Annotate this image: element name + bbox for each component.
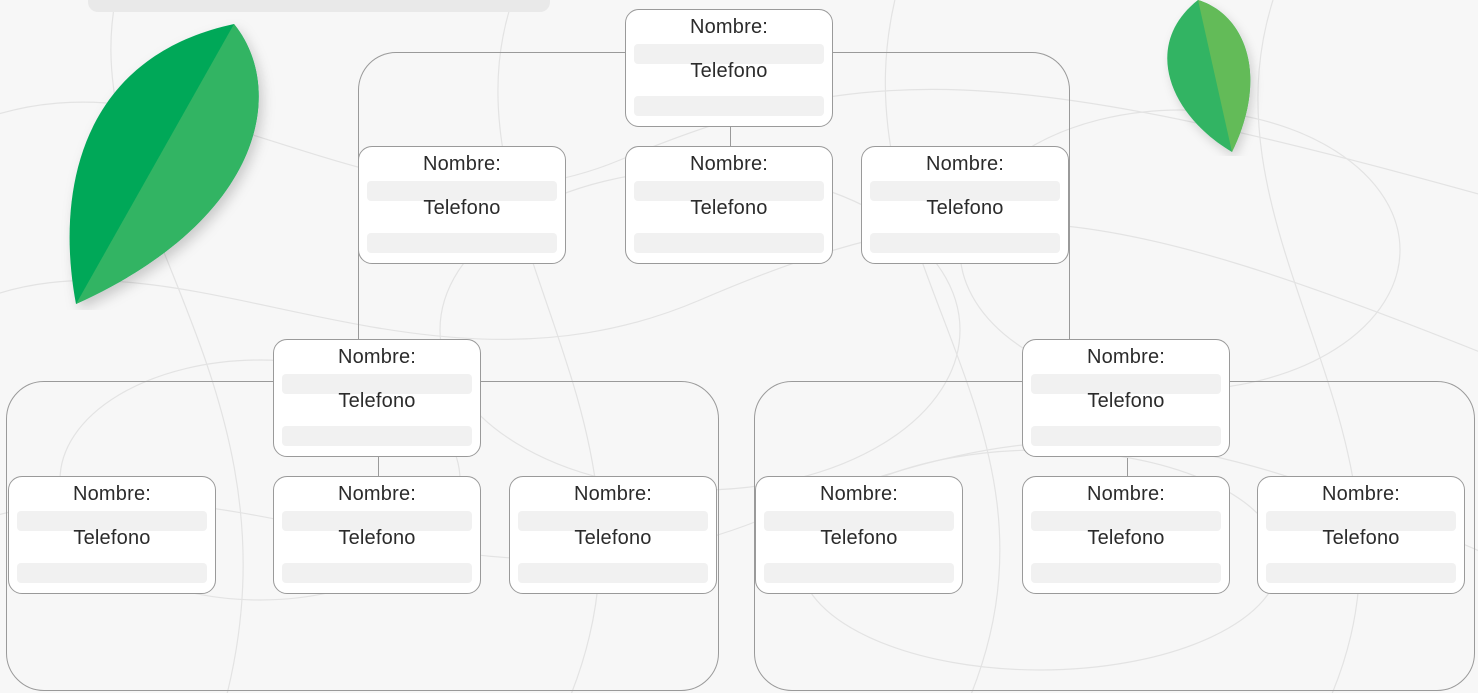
name-label: Nombre:: [1086, 346, 1166, 368]
phone-field[interactable]: [1266, 563, 1456, 583]
name-label: Nombre:: [72, 483, 152, 505]
org-card: Nombre: Telefono: [358, 146, 566, 264]
name-label: Nombre:: [1321, 483, 1401, 505]
name-label: Nombre:: [573, 483, 653, 505]
name-field[interactable]: [1031, 511, 1221, 531]
name-label: Nombre:: [819, 483, 899, 505]
name-field[interactable]: [634, 44, 824, 64]
phone-field[interactable]: [367, 233, 557, 253]
org-card: Nombre: Telefono: [1022, 476, 1230, 594]
org-card: Nombre: Telefono: [861, 146, 1069, 264]
phone-label: Telefono: [690, 60, 768, 82]
name-label: Nombre:: [422, 153, 502, 175]
org-card: Nombre: Telefono: [1257, 476, 1465, 594]
name-field[interactable]: [518, 511, 708, 531]
phone-label: Telefono: [73, 527, 151, 549]
top-bar: [88, 0, 550, 12]
name-field[interactable]: [764, 511, 954, 531]
connector-line: [730, 127, 731, 147]
phone-field[interactable]: [634, 96, 824, 116]
name-label: Nombre:: [337, 483, 417, 505]
org-card: Nombre: Telefono: [625, 146, 833, 264]
org-card: Nombre: Telefono: [1022, 339, 1230, 457]
phone-label: Telefono: [1322, 527, 1400, 549]
name-field[interactable]: [634, 181, 824, 201]
org-card: Nombre: Telefono: [625, 9, 833, 127]
name-label: Nombre:: [689, 16, 769, 38]
name-label: Nombre:: [689, 153, 769, 175]
phone-label: Telefono: [338, 390, 416, 412]
name-label: Nombre:: [925, 153, 1005, 175]
leaf-icon-left: [69, 24, 259, 304]
name-label: Nombre:: [1086, 483, 1166, 505]
org-card: Nombre: Telefono: [8, 476, 216, 594]
leaf-icon-right: [1167, 0, 1251, 152]
name-field[interactable]: [1266, 511, 1456, 531]
name-field[interactable]: [870, 181, 1060, 201]
name-field[interactable]: [367, 181, 557, 201]
name-field[interactable]: [282, 511, 472, 531]
phone-field[interactable]: [282, 563, 472, 583]
org-card: Nombre: Telefono: [755, 476, 963, 594]
phone-field[interactable]: [1031, 563, 1221, 583]
connector-line: [1127, 458, 1128, 478]
name-field[interactable]: [17, 511, 207, 531]
phone-label: Telefono: [1087, 390, 1165, 412]
phone-field[interactable]: [764, 563, 954, 583]
phone-field[interactable]: [282, 426, 472, 446]
phone-field[interactable]: [634, 233, 824, 253]
phone-label: Telefono: [423, 197, 501, 219]
phone-label: Telefono: [926, 197, 1004, 219]
phone-field[interactable]: [870, 233, 1060, 253]
connector-line: [378, 457, 379, 477]
phone-label: Telefono: [1087, 527, 1165, 549]
phone-field[interactable]: [17, 563, 207, 583]
org-card: Nombre: Telefono: [273, 339, 481, 457]
name-field[interactable]: [1031, 374, 1221, 394]
org-card: Nombre: Telefono: [273, 476, 481, 594]
org-card: Nombre: Telefono: [509, 476, 717, 594]
name-label: Nombre:: [337, 346, 417, 368]
phone-field[interactable]: [1031, 426, 1221, 446]
name-field[interactable]: [282, 374, 472, 394]
phone-label: Telefono: [338, 527, 416, 549]
phone-label: Telefono: [574, 527, 652, 549]
phone-label: Telefono: [690, 197, 768, 219]
phone-field[interactable]: [518, 563, 708, 583]
phone-label: Telefono: [820, 527, 898, 549]
